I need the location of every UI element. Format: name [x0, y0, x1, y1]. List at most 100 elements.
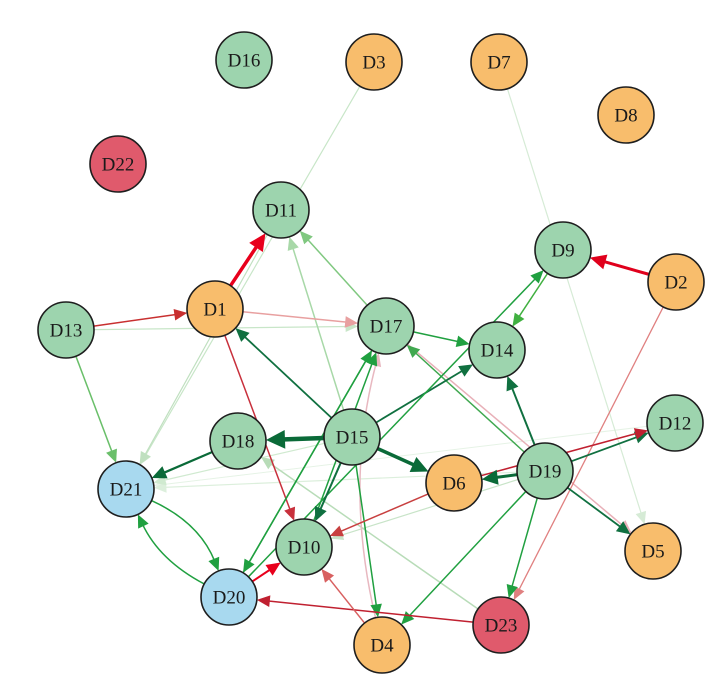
- node-circle[interactable]: [186, 280, 244, 338]
- node-circle[interactable]: [357, 297, 415, 355]
- node-circle[interactable]: [425, 454, 483, 512]
- node-D3[interactable]: D3: [345, 33, 403, 91]
- node-circle[interactable]: [275, 518, 333, 576]
- edge-D21-D20: [151, 499, 220, 571]
- node-circle[interactable]: [647, 253, 705, 311]
- node-circle[interactable]: [646, 394, 704, 452]
- edge-line: [376, 446, 417, 468]
- edge-line: [413, 351, 525, 453]
- arrowhead-icon: [329, 525, 344, 537]
- edge-D20-D10: [251, 562, 281, 583]
- node-D2[interactable]: D2: [647, 253, 705, 311]
- node-circle[interactable]: [516, 442, 574, 500]
- edge-line: [510, 497, 539, 589]
- node-D20[interactable]: D20: [200, 568, 258, 626]
- edge-line: [267, 600, 474, 623]
- node-D10[interactable]: D10: [275, 518, 333, 576]
- node-D23[interactable]: D23: [472, 596, 530, 654]
- edge-D17-D11: [299, 230, 368, 306]
- edge-line: [375, 369, 465, 424]
- node-circle[interactable]: [472, 596, 530, 654]
- node-D19[interactable]: D19: [516, 442, 574, 500]
- edge-line: [306, 237, 368, 306]
- node-label: D9: [551, 241, 574, 262]
- node-circle[interactable]: [209, 412, 267, 470]
- edge-line: [151, 499, 216, 562]
- node-label: D13: [50, 321, 83, 342]
- node-circle[interactable]: [468, 321, 526, 379]
- arrowhead-icon: [243, 558, 255, 573]
- node-D18[interactable]: D18: [209, 412, 267, 470]
- edge-D6-D10: [329, 493, 429, 537]
- node-circle[interactable]: [597, 86, 655, 144]
- edge-D20-D21: [137, 514, 205, 585]
- edge-line: [318, 462, 342, 512]
- node-circle[interactable]: [252, 181, 310, 239]
- node-D9[interactable]: D9: [534, 221, 592, 279]
- node-circle[interactable]: [353, 616, 411, 674]
- edge-D2-D9: [589, 254, 650, 276]
- arrowhead-icon: [458, 364, 473, 377]
- node-circle[interactable]: [215, 31, 273, 89]
- node-circle[interactable]: [37, 301, 95, 359]
- node-D1[interactable]: D1: [186, 280, 244, 338]
- node-D13[interactable]: D13: [37, 301, 95, 359]
- edge-D13-D1: [93, 308, 188, 327]
- node-circle[interactable]: [200, 568, 258, 626]
- node-D12[interactable]: D12: [646, 394, 704, 452]
- node-circle[interactable]: [470, 33, 528, 91]
- arrowhead-icon: [512, 312, 525, 327]
- edge-D15-D1: [235, 328, 333, 419]
- arrowhead-icon: [406, 344, 421, 358]
- arrowhead-icon: [530, 270, 544, 284]
- arrowhead-icon: [287, 236, 299, 251]
- node-label: D1: [203, 300, 226, 321]
- node-D16[interactable]: D16: [215, 31, 273, 89]
- node-D6[interactable]: D6: [425, 454, 483, 512]
- node-circle[interactable]: [89, 135, 147, 193]
- node-D7[interactable]: D7: [470, 33, 528, 91]
- arrowhead-icon: [299, 230, 313, 245]
- node-label: D3: [362, 53, 385, 74]
- node-circle[interactable]: [97, 460, 155, 518]
- node-circle[interactable]: [323, 408, 381, 466]
- edge-line: [161, 451, 213, 475]
- node-D4[interactable]: D4: [353, 616, 411, 674]
- edge-line: [413, 331, 460, 343]
- edge-line: [355, 464, 378, 608]
- node-circle[interactable]: [624, 522, 682, 580]
- edge-D7-D5: [506, 88, 647, 525]
- edge-D1-D11: [229, 233, 266, 287]
- node-D21[interactable]: D21: [97, 460, 155, 518]
- node-D11[interactable]: D11: [252, 181, 310, 239]
- edge-D19-D5: [566, 486, 631, 535]
- node-D8[interactable]: D8: [597, 86, 655, 144]
- edge-D15-D4: [355, 464, 382, 618]
- edge-line: [242, 311, 348, 323]
- node-circle[interactable]: [345, 33, 403, 91]
- arrowhead-icon: [506, 583, 518, 599]
- node-label: D19: [529, 462, 562, 483]
- arrowhead-icon: [409, 457, 429, 472]
- edge-line: [506, 88, 643, 516]
- edge-line: [93, 313, 178, 327]
- node-D17[interactable]: D17: [357, 297, 415, 355]
- node-circle[interactable]: [534, 221, 592, 279]
- edge-line: [601, 259, 650, 276]
- node-D22[interactable]: D22: [89, 135, 147, 193]
- arrowhead-icon: [137, 514, 149, 529]
- arrowhead-icon: [455, 335, 470, 348]
- edge-D19-D6: [481, 469, 518, 485]
- edge-line: [407, 490, 527, 618]
- edge-D19-D14: [506, 376, 536, 446]
- node-label: D20: [213, 588, 246, 609]
- node-D15[interactable]: D15: [323, 408, 381, 466]
- edge-line: [269, 462, 479, 610]
- arrowhead-icon: [615, 521, 631, 535]
- node-D5[interactable]: D5: [624, 522, 682, 580]
- edge-D11-D21: [139, 234, 268, 465]
- edges-layer: [75, 85, 664, 625]
- node-D14[interactable]: D14: [468, 321, 526, 379]
